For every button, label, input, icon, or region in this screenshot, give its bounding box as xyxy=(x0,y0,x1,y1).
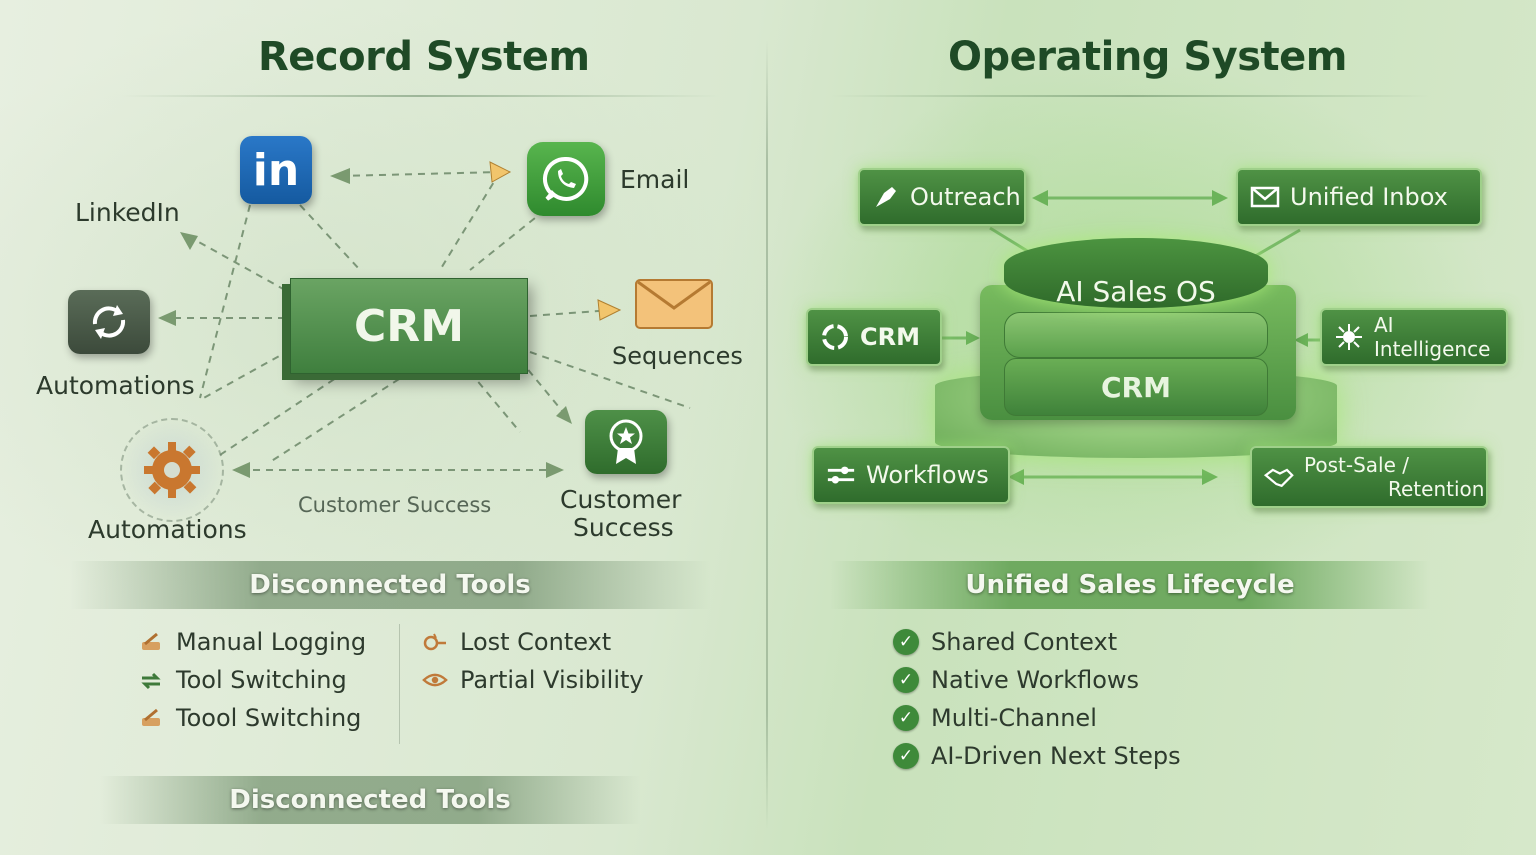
checklist-text: Native Workflows xyxy=(931,666,1140,694)
customer-success-label-line2: Success xyxy=(573,513,674,542)
checklist-item: ✓ AI-Driven Next Steps xyxy=(893,742,1181,770)
checklist-text: Shared Context xyxy=(931,628,1118,656)
gear-icon xyxy=(120,418,224,522)
workflows-node[interactable]: Workflows xyxy=(812,446,1010,504)
stack-mid-band xyxy=(1004,312,1268,358)
stack-top xyxy=(1004,238,1268,308)
list-item-text: Lost Context xyxy=(460,628,612,656)
right-checklist: ✓ Shared Context ✓ Native Workflows ✓ Multi… xyxy=(893,628,1181,770)
list-item-text: Toool Switching xyxy=(176,704,362,732)
checklist-item: ✓ Native Workflows xyxy=(893,666,1181,694)
left-list-col1: Manual Logging Tool Switching Toool Swit… xyxy=(138,628,366,732)
left-list-separator xyxy=(399,624,400,744)
left-band-top: Disconnected Tools xyxy=(70,561,710,609)
envelope-icon xyxy=(634,278,714,330)
whatsapp-icon xyxy=(527,142,605,216)
list-item-text: Manual Logging xyxy=(176,628,367,656)
crm-box: CRM xyxy=(290,278,528,374)
list-item: Tool Switching xyxy=(138,666,366,694)
panel-divider xyxy=(766,40,768,830)
list-item: Toool Switching xyxy=(138,704,366,732)
customer-success-label-line1: Customer xyxy=(560,485,682,514)
pencil-icon xyxy=(138,629,164,655)
list-item: Lost Context xyxy=(422,628,644,656)
automations-label-bottom: Automations xyxy=(88,515,247,544)
ai-intelligence-label: AI Intelligence xyxy=(1374,313,1491,361)
left-title-rule xyxy=(120,95,720,97)
customer-success-mid-label: Customer Success xyxy=(298,493,492,517)
post-sale-text: Post-Sale / Retention xyxy=(1304,453,1484,501)
list-item: Manual Logging xyxy=(138,628,366,656)
left-band-bottom: Disconnected Tools xyxy=(100,776,640,824)
post-sale-node[interactable]: Post-Sale / Retention xyxy=(1250,446,1488,508)
list-item-text: Tool Switching xyxy=(176,666,347,694)
linkedin-label: LinkedIn xyxy=(75,198,180,227)
outreach-node[interactable]: Outreach xyxy=(858,168,1026,226)
workflows-label: Workflows xyxy=(866,461,989,489)
checklist-text: AI-Driven Next Steps xyxy=(931,742,1181,770)
linkedin-icon: in xyxy=(240,136,312,204)
right-title-rule xyxy=(830,95,1430,97)
check-icon: ✓ xyxy=(893,667,919,693)
automations-label-top: Automations xyxy=(36,371,195,400)
check-icon: ✓ xyxy=(893,743,919,769)
checklist-item: ✓ Multi-Channel xyxy=(893,704,1181,732)
award-icon xyxy=(585,410,667,474)
left-connectors xyxy=(158,161,691,478)
stack-bottom-panel: CRM xyxy=(1004,358,1268,416)
brain-network-icon xyxy=(1334,322,1364,352)
crm-node-label: CRM xyxy=(860,323,920,351)
switch-arrows-icon xyxy=(138,667,164,693)
broken-link-icon xyxy=(422,629,448,655)
pencil-icon xyxy=(138,705,164,731)
right-band: Unified Sales Lifecycle xyxy=(830,561,1430,609)
check-icon: ✓ xyxy=(893,705,919,731)
left-list-col2: Lost Context Partial Visibility xyxy=(422,628,644,694)
left-title: Record System xyxy=(258,34,590,80)
megaphone-icon xyxy=(872,182,900,212)
post-sale-label-line2: Retention xyxy=(1388,477,1485,501)
eye-icon xyxy=(422,667,448,693)
checklist-text: Multi-Channel xyxy=(931,704,1097,732)
right-title: Operating System xyxy=(948,34,1347,80)
outreach-label: Outreach xyxy=(910,183,1021,211)
automations-sync-icon xyxy=(68,290,150,354)
post-sale-label-line1: Post-Sale / xyxy=(1304,453,1409,477)
unified-inbox-label: Unified Inbox xyxy=(1290,183,1448,211)
list-item: Partial Visibility xyxy=(422,666,644,694)
list-item-text: Partial Visibility xyxy=(460,666,644,694)
stack-top-label: AI Sales OS xyxy=(1056,275,1216,308)
unified-inbox-node[interactable]: Unified Inbox xyxy=(1236,168,1482,226)
checklist-item: ✓ Shared Context xyxy=(893,628,1181,656)
workflow-toggle-icon xyxy=(826,460,856,490)
email-label: Email xyxy=(620,165,690,194)
ai-intelligence-node[interactable]: AI Intelligence xyxy=(1320,308,1508,366)
mail-icon xyxy=(1250,182,1280,212)
sequences-label: Sequences xyxy=(612,342,743,370)
check-icon: ✓ xyxy=(893,629,919,655)
refresh-icon xyxy=(820,322,850,352)
handshake-icon xyxy=(1264,462,1294,492)
crm-node[interactable]: CRM xyxy=(806,308,942,366)
